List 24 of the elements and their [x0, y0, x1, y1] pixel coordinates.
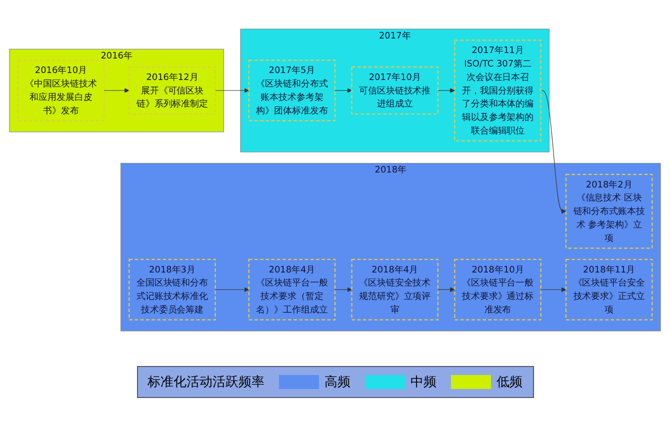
- node-box: 2016年10月 《中国区块链技术和应用发展白皮书》发布: [17, 60, 105, 122]
- node-box: 2018年3月 全国区块链和分布式记账技术标准化技术委员会筹建: [128, 258, 216, 320]
- arrow: [215, 88, 250, 93]
- node-box: 2018年11月 《区块链平台安全技术要求》正式立项: [565, 258, 653, 320]
- legend-label: 中频: [410, 374, 436, 391]
- arrow: [540, 287, 566, 292]
- legend-title: 标准化活动活跃频率: [148, 374, 264, 391]
- node-box: 2017年11月 ISO/TC 307第二次会议在日本召开，我国分别获得了分类和本体的编辑以及参考架构的联合编辑职位: [454, 40, 542, 142]
- arrow: [334, 88, 352, 93]
- node-box: 2018年4月 《区块链安全技术规范研究》立项评审: [351, 258, 438, 320]
- node-box: 2018年2月 《信息技术 区块链和分布式账本技术 参考架构》立项: [565, 174, 653, 249]
- arrow: [104, 88, 130, 93]
- arrow: [438, 287, 455, 292]
- arrow: [215, 287, 250, 292]
- legend-label: 高频: [324, 374, 350, 391]
- arrow: [540, 90, 566, 214]
- node-box: 2017年10月 可信区块链技术推进组成立: [351, 66, 438, 115]
- node-box: 2018年10月 《区块链平台一般技术要求》通过标准发布: [454, 258, 542, 320]
- node-box: 2018年4月 《区块链平台一般技术要求（暂定名）》工作组成立: [248, 258, 336, 320]
- arrow: [334, 287, 352, 292]
- node-box: 2016年12月 展开《可信区块链》系列标准制定: [128, 66, 216, 115]
- node-box: 2017年5月 《区块链和分布式账本技术参考架构》团体标准发布: [248, 60, 336, 122]
- legend-label: 低频: [496, 374, 522, 391]
- arrow: [438, 88, 455, 93]
